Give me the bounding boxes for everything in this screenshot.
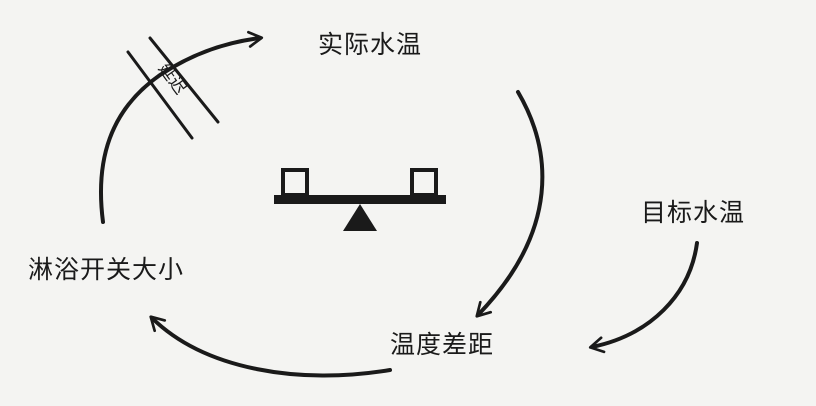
node-target-temperature: 目标水温	[641, 198, 746, 227]
node-actual-temperature: 实际水温	[318, 30, 423, 59]
arrow-switch-to-actual	[99, 30, 264, 224]
arrow-actual-to-gap	[475, 90, 545, 318]
arrow-gap-to-switch	[149, 315, 392, 378]
node-temperature-gap: 温度差距	[390, 330, 495, 359]
seesaw-balance-icon	[274, 168, 446, 231]
arrow-target-to-gap	[588, 241, 699, 354]
node-shower-switch: 淋浴开关大小	[28, 255, 185, 284]
